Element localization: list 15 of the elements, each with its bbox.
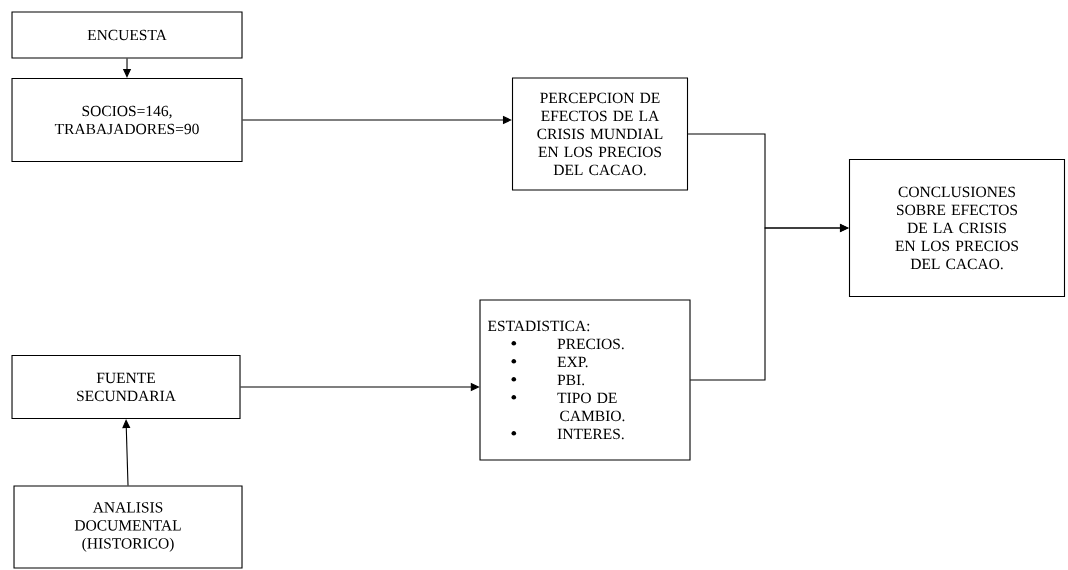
arrow: [689, 223, 849, 381]
list-item: PRECIOS.: [557, 338, 624, 350]
process-box: CONCLUSIONES SOBRE EFECTOS DE LA CRISIS EN LOS PRECIOS DEL CACAO.: [848, 158, 1066, 298]
list-item: INTERES.: [557, 428, 624, 440]
list-box: [479, 299, 691, 461]
list-item: PBI.: [557, 374, 585, 386]
list-heading: ESTADISTICA:: [487, 320, 590, 332]
process-box: PERCEPCION DE EFECTOS DE LA CRISIS MUNDIAL EN LOS PRECIOS DEL CACAO.: [511, 77, 689, 191]
process-box: FUENTE SECUNDARIA: [11, 354, 241, 420]
arrow: [122, 419, 131, 486]
process-box: SOCIOS=146, TRABAJADORES=90: [11, 77, 243, 163]
process-box: ENCUESTA: [11, 11, 243, 59]
list-item: TIPO DE CAMBIO.: [557, 392, 625, 422]
process-box: ANALISIS DOCUMENTAL (HISTORICO): [13, 485, 243, 569]
list-item: EXP.: [557, 356, 588, 368]
